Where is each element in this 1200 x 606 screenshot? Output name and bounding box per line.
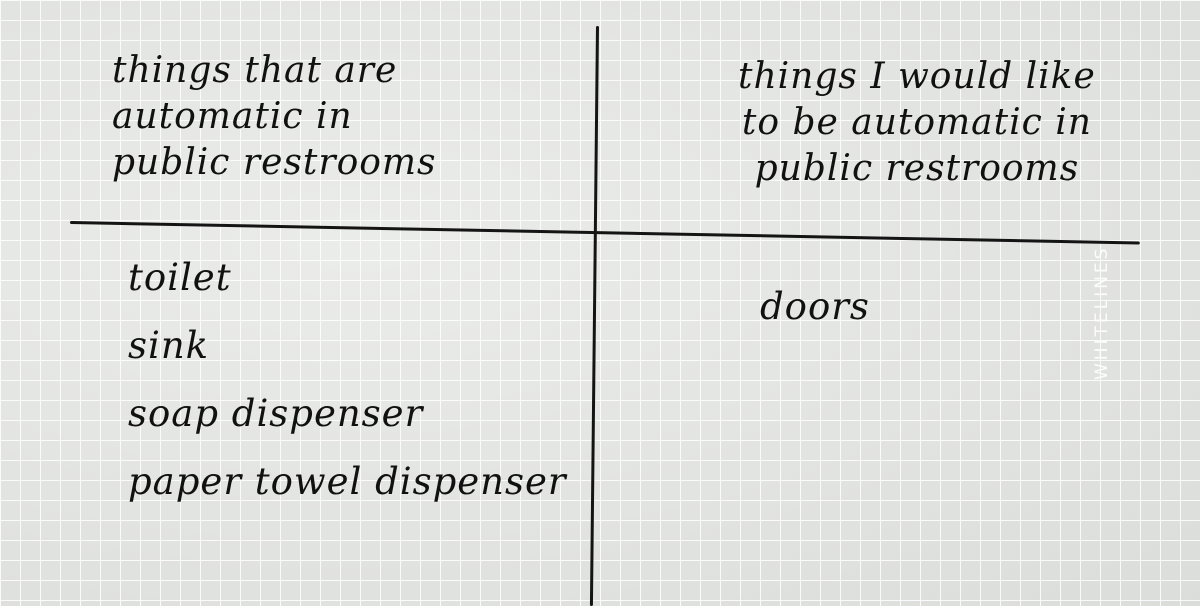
left-heading-line-1: things that are (112, 50, 398, 91)
left-heading-line-3: public restrooms (112, 142, 437, 183)
right-heading-line-2: to be automatic in (741, 102, 1092, 143)
list-item: doors (760, 285, 870, 328)
list-item: paper towel dispenser (128, 460, 567, 503)
column-divider (589, 26, 599, 606)
header-divider (69, 221, 1140, 245)
right-heading-line-3: public restrooms (754, 148, 1080, 189)
paper-brand-watermark: WHITELINES (1092, 245, 1112, 380)
list-item: toilet (128, 256, 232, 299)
right-column-heading: things I would like to be automatic in p… (738, 54, 1096, 192)
right-item-list: doors (760, 287, 870, 327)
list-item: soap dispenser (128, 392, 424, 435)
left-item-list: toilet sink soap dispenser paper towel d… (128, 258, 567, 530)
right-heading-line-1: things I would like (738, 56, 1096, 97)
left-heading-line-2: automatic in (112, 96, 353, 137)
left-column-heading: things that are automatic in public rest… (112, 48, 437, 186)
list-item: sink (128, 324, 210, 367)
